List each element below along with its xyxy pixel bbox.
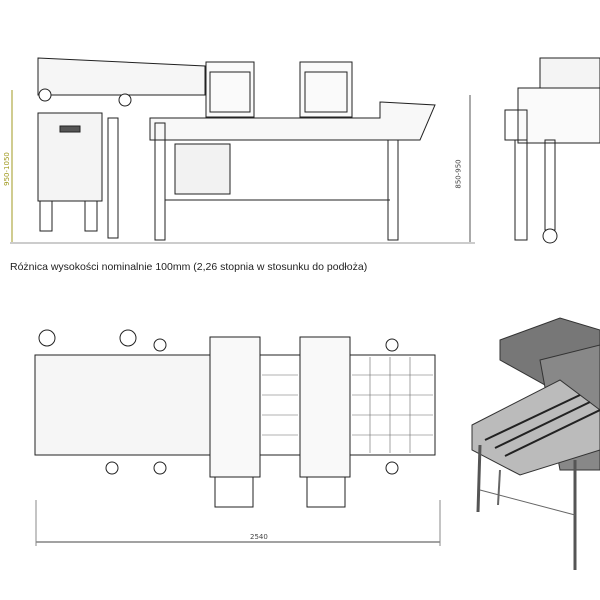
right-height-dimension: 850-950 [454, 159, 463, 189]
total-length-dimension: 2540 [250, 533, 268, 541]
side-view [10, 57, 475, 244]
left-height-dimension: 950-1050 [2, 152, 11, 186]
height-difference-caption: Różnica wysokości nominalnie 100mm (2,26… [10, 261, 368, 273]
isometric-view [471, 317, 600, 570]
top-view [34, 329, 441, 546]
end-view [504, 57, 600, 244]
